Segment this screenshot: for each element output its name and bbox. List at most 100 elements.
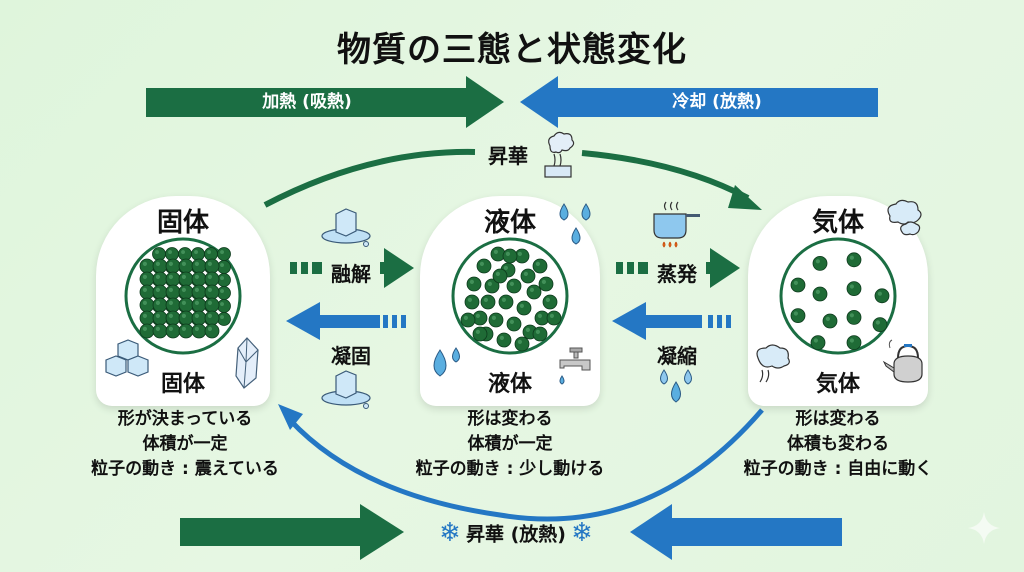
snowflake-icon: ❄ — [439, 518, 461, 548]
particle-highlight — [505, 251, 510, 256]
particle — [152, 297, 168, 313]
particle-highlight — [207, 287, 212, 292]
sparkle-icon — [968, 512, 1000, 544]
gas-description: 形は変わる 体積も変わる 粒子の動き : 自由に動く — [718, 407, 958, 482]
particle — [872, 317, 888, 332]
particle-highlight — [220, 250, 224, 254]
state-subtitle: 固体 — [160, 372, 205, 397]
freezing-arrow — [286, 302, 406, 340]
particle-highlight — [194, 287, 199, 292]
particle-highlight — [220, 289, 224, 293]
state-card-solid: 固体 固体 — [96, 196, 270, 406]
particle-highlight — [181, 300, 186, 305]
particle-highlight — [501, 297, 506, 302]
solid-particles — [124, 237, 242, 355]
particle — [191, 258, 207, 274]
particle-highlight — [545, 297, 550, 302]
particle-highlight — [207, 326, 212, 331]
particle — [492, 268, 508, 284]
particle — [538, 276, 554, 292]
particle-highlight — [207, 250, 211, 254]
particle-highlight — [207, 274, 212, 279]
dry-ice-steam-icon — [544, 131, 575, 178]
desc-line: 体積が一定 — [142, 434, 228, 454]
particle — [191, 297, 207, 313]
particle-highlight — [479, 261, 484, 266]
particle — [822, 313, 838, 329]
particle-highlight — [793, 311, 798, 316]
particle — [165, 271, 181, 287]
particle-highlight — [549, 313, 554, 318]
particle — [178, 284, 194, 300]
particle — [812, 255, 828, 271]
particle-highlight — [495, 271, 500, 276]
particle-highlight — [194, 313, 199, 318]
crystal-icon — [235, 337, 259, 389]
particle — [165, 310, 181, 326]
particle-highlight — [517, 251, 522, 256]
particle-highlight — [220, 263, 224, 267]
bottom-cooling-arrow — [630, 504, 842, 560]
melting-ice-icon-freezing — [321, 370, 371, 409]
particle — [480, 294, 496, 310]
particle — [139, 271, 155, 287]
particle — [204, 258, 220, 274]
desc-line: 形は変わる — [795, 409, 881, 429]
particle-highlight — [155, 287, 160, 292]
particle-highlight — [207, 261, 212, 266]
particle-highlight — [519, 303, 524, 308]
snowflake-icon: ❄ — [571, 518, 593, 548]
particle — [217, 273, 231, 287]
particle-highlight — [813, 338, 818, 343]
particle-highlight — [181, 326, 186, 331]
particle — [152, 310, 168, 326]
particle-highlight — [535, 329, 540, 334]
sublimation-arc-right — [581, 150, 750, 201]
particle — [139, 258, 155, 274]
particle-highlight — [181, 313, 186, 318]
particle-highlight — [142, 261, 147, 266]
sublimation-arc — [263, 148, 476, 208]
particle-highlight — [155, 313, 160, 318]
water-drops-icon-small — [433, 347, 460, 377]
particle — [498, 294, 514, 310]
particle-highlight — [475, 313, 480, 318]
particle-highlight — [529, 287, 534, 292]
particle — [152, 284, 168, 300]
state-subtitle: 液体 — [487, 372, 532, 397]
particle — [191, 247, 205, 261]
particle-highlight — [467, 297, 472, 302]
particle — [812, 286, 828, 302]
water-drops-icon — [559, 203, 591, 245]
particle-highlight — [849, 313, 854, 318]
particle-highlight — [475, 329, 480, 334]
particle-highlight — [537, 313, 542, 318]
particle-highlight — [142, 326, 147, 331]
particle — [165, 258, 181, 274]
particle-highlight — [517, 339, 522, 344]
particle — [520, 268, 536, 284]
particle-highlight — [194, 326, 199, 331]
particle-highlight — [194, 261, 199, 266]
state-title: 気体 — [811, 208, 864, 238]
condensation-arrow — [612, 302, 731, 340]
particle — [810, 335, 826, 350]
gas-particles — [779, 237, 897, 355]
particle — [514, 336, 530, 352]
particle — [178, 310, 194, 326]
particle-highlight — [793, 280, 798, 285]
particle — [546, 310, 562, 326]
particle — [488, 312, 504, 328]
condensation-label: 凝縮 — [657, 344, 697, 368]
particle — [532, 326, 548, 342]
particle-highlight — [509, 319, 514, 324]
particle — [165, 323, 181, 339]
page-title: 物質の三態と状態変化 — [337, 30, 687, 70]
particle — [846, 335, 862, 350]
particle-highlight — [168, 287, 173, 292]
particle — [506, 316, 522, 332]
particle — [178, 247, 192, 261]
particle-highlight — [503, 265, 508, 270]
particle-highlight — [181, 261, 186, 266]
particle-highlight — [142, 274, 147, 279]
